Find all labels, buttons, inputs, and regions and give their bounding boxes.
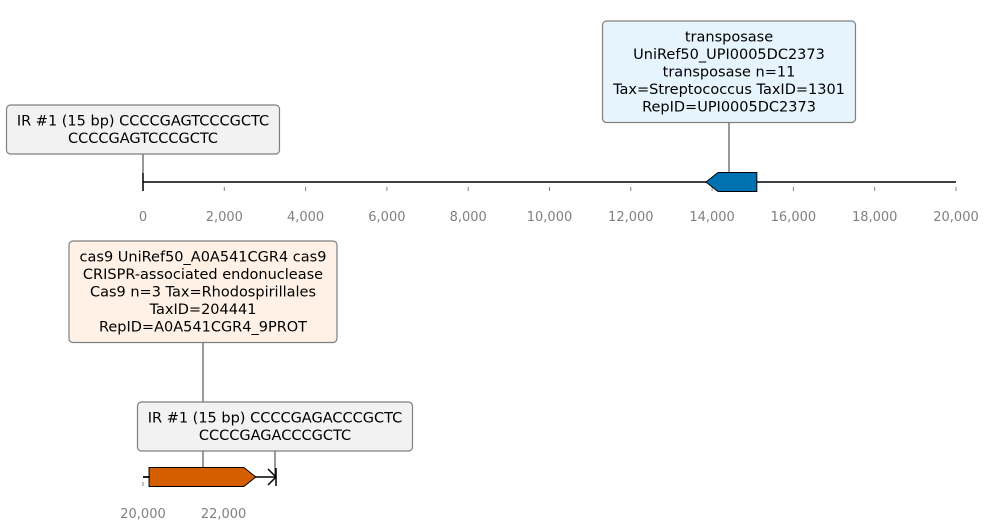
- annotation-text-line: RepID=A0A541CGR4_9PROT: [99, 320, 307, 336]
- axis-tick-label: 20,000: [120, 507, 166, 522]
- annotation-text-line: cas9 UniRef50_A0A541CGR4 cas9: [80, 250, 327, 266]
- gene-arrow: [705, 172, 758, 192]
- gene-annotation-box: [68, 240, 338, 344]
- genome-track-2: 20,000 22,000 cas9 UniRef50_A0A541CGR4 cas…: [68, 240, 414, 522]
- annotation-text-line: CRISPR-associated endonuclease: [83, 267, 323, 283]
- gene-arrow: [148, 467, 257, 487]
- gene-annotation-box: [601, 20, 857, 124]
- annotation-text-line: CCCCGAGTCCCGCTC: [68, 131, 218, 147]
- annotation-text-line: UniRef50_UPI0005DC2373: [633, 47, 825, 63]
- annotation-text-line: IR #1 (15 bp) CCCCGAGACCCGCTC: [148, 411, 403, 427]
- annotation-text-line: Cas9 n=3 Tax=Rhodospirillales: [90, 285, 316, 301]
- annotation-text-line: Tax=Streptococcus TaxID=1301: [612, 82, 845, 98]
- axis-tick-label: 6,000: [368, 210, 405, 225]
- annotation-text-line: transposase: [685, 30, 773, 46]
- annotation-text-line: transposase n=11: [663, 65, 796, 81]
- axis-tick-label: 16,000: [771, 210, 817, 225]
- annotation-text-line: IR #1 (15 bp) CCCCGAGTCCCGCTC: [17, 114, 269, 130]
- axis-tick-label: 0: [139, 210, 147, 225]
- annotation-text-line: RepID=UPI0005DC2373: [642, 100, 816, 116]
- axis-tick-label: 20,000: [933, 210, 979, 225]
- axis-tick-label: 8,000: [450, 210, 487, 225]
- annotation-text-line: TaxID=204441: [149, 302, 257, 318]
- axis-tick-label: 2,000: [206, 210, 243, 225]
- axis-tick-label: 10,000: [527, 210, 573, 225]
- axis-tick-label: 4,000: [287, 210, 324, 225]
- axis-tick-label: 12,000: [608, 210, 654, 225]
- axis-tick-label: 22,000: [201, 507, 247, 522]
- inverted-repeat-marker: [267, 468, 278, 486]
- annotation-text-line: CCCCGAGACCCGCTC: [199, 428, 351, 444]
- inverted-repeat-annotation-box: [136, 401, 414, 452]
- genome-track-1: 0 2,000 4,000 6,000 8,000 10,000 12,000 14,000 1…: [5, 20, 979, 225]
- inverted-repeat-annotation-box: [5, 104, 281, 155]
- axis-tick-label: 18,000: [852, 210, 898, 225]
- axis-tick-label: 14,000: [689, 210, 735, 225]
